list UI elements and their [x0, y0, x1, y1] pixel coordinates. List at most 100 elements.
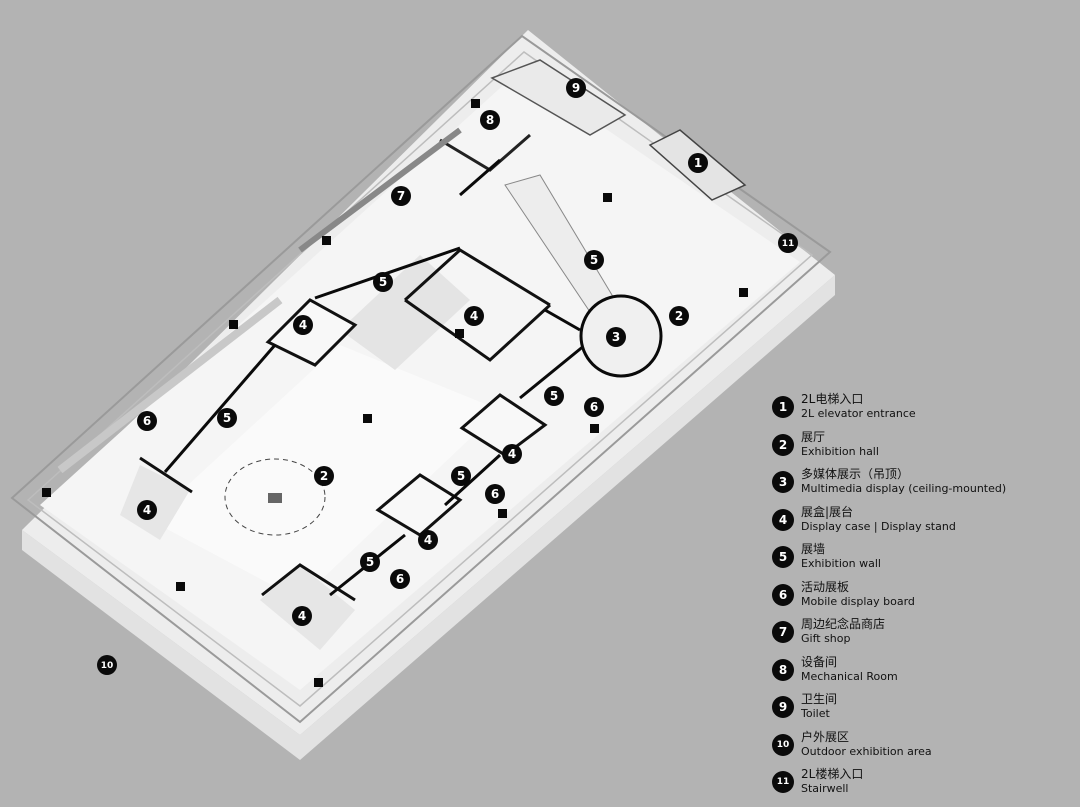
legend-label-zh: 卫生间 [801, 692, 838, 706]
marker-5: 5 [544, 386, 564, 406]
marker-6: 6 [137, 411, 157, 431]
svg-text:4: 4 [298, 609, 306, 623]
marker-9: 9 [566, 78, 586, 98]
svg-text:4: 4 [299, 318, 307, 332]
legend-label-en: Mechanical Room [801, 669, 898, 683]
legend-item: 8 设备间 Mechanical Room [772, 655, 1072, 693]
legend-item: 6 活动展板 Mobile display board [772, 580, 1072, 618]
gift-shop-shelf [57, 296, 283, 474]
svg-text:5: 5 [590, 253, 598, 267]
exhibition-wall [314, 246, 461, 300]
column [42, 488, 51, 497]
legend-number-badge: 3 [772, 471, 794, 493]
legend-item: 7 周边纪念品商店 Gift shop [772, 617, 1072, 655]
wall-shadow [260, 565, 355, 650]
column [603, 193, 612, 202]
legend-label-en: Toilet [801, 707, 830, 720]
marker-4: 4 [502, 444, 522, 464]
svg-text:6: 6 [143, 414, 151, 428]
column [322, 236, 331, 245]
legend-label-zh: 多媒体展示（吊顶） [801, 467, 910, 481]
svg-text:9: 9 [572, 81, 580, 95]
column [739, 288, 748, 297]
column [314, 678, 323, 687]
gift-shop-shelf [298, 127, 462, 253]
central-floor-circle [224, 458, 326, 536]
svg-text:2: 2 [320, 469, 328, 483]
inner-wall-outline [26, 51, 814, 707]
display-case [459, 393, 548, 457]
marker-2: 2 [669, 306, 689, 326]
marker-5: 5 [373, 272, 393, 292]
legend-label-en: Outdoor exhibition area [801, 744, 932, 758]
exhibition-wall [544, 308, 581, 332]
column [590, 424, 599, 433]
legend-label-zh: 展墙 [801, 542, 826, 556]
svg-text:3: 3 [612, 330, 620, 344]
legend-label-en: Multimedia display (ceiling-mounted) [801, 482, 1007, 495]
column [363, 414, 372, 423]
legend-item: 10 户外展区 Outdoor exhibition area [772, 730, 1072, 768]
marker-7: 7 [391, 186, 411, 206]
wall-shadow [120, 465, 190, 540]
legend-number-badge: 9 [772, 696, 794, 718]
legend-number-badge: 8 [772, 658, 794, 681]
legend-number-badge: 6 [772, 583, 794, 606]
column [229, 320, 238, 329]
legend-number-badge: 11 [772, 771, 794, 793]
svg-text:5: 5 [366, 555, 374, 569]
svg-text:6: 6 [590, 400, 598, 414]
legend-label-zh: 2L楼梯入口 [801, 767, 864, 781]
legend-number-badge: 10 [772, 733, 794, 756]
svg-text:5: 5 [379, 275, 387, 289]
exhibition-wall [163, 344, 277, 473]
marker-3: 3 [606, 327, 626, 347]
legend: 1 2L电梯入口 2L elevator entrance 2 展厅 Exhib… [772, 392, 1072, 805]
legend-label-zh: 户外展区 [801, 729, 850, 744]
marker-4: 4 [293, 315, 313, 335]
marker-5: 5 [360, 552, 380, 572]
legend-label-en: Display case | Display stand [801, 519, 956, 533]
legend-number-badge: 1 [772, 396, 794, 418]
marker-5: 5 [584, 250, 604, 270]
svg-text:1: 1 [694, 156, 702, 170]
svg-text:8: 8 [486, 113, 494, 127]
legend-label-en: Exhibition hall [801, 444, 879, 458]
legend-label-en: Gift shop [801, 632, 851, 645]
legend-item: 9 卫生间 Toilet [772, 692, 1072, 730]
column [498, 509, 507, 518]
central-plinth [268, 493, 282, 503]
svg-text:4: 4 [143, 503, 151, 517]
legend-label-zh: 展厅 [801, 429, 826, 444]
legend-label-en: Stairwell [801, 782, 849, 795]
legend-item: 5 展墙 Exhibition wall [772, 542, 1072, 580]
marker-8: 8 [480, 110, 500, 130]
legend-label-zh: 周边纪念品商店 [801, 617, 886, 631]
svg-text:6: 6 [491, 487, 499, 501]
svg-text:5: 5 [550, 389, 558, 403]
legend-number-badge: 7 [772, 621, 794, 643]
svg-text:2: 2 [675, 309, 683, 323]
marker-11: 11 [778, 233, 798, 253]
legend-item: 2 展厅 Exhibition hall [772, 430, 1072, 468]
marker-2: 2 [314, 466, 334, 486]
legend-label-zh: 2L电梯入口 [801, 392, 864, 406]
marker-4: 4 [464, 306, 484, 326]
column [455, 329, 464, 338]
display-case [404, 298, 552, 362]
marker-5: 5 [217, 408, 237, 428]
legend-item: 1 2L电梯入口 2L elevator entrance [772, 392, 1072, 430]
display-case [375, 473, 463, 537]
svg-text:5: 5 [223, 411, 231, 425]
legend-number-badge: 5 [772, 546, 794, 568]
marker-5: 5 [451, 466, 471, 486]
marker-6: 6 [390, 569, 410, 589]
legend-label-en: Exhibition wall [801, 557, 881, 570]
wall-shadow [340, 255, 470, 370]
svg-text:11: 11 [782, 239, 795, 249]
svg-text:10: 10 [101, 661, 114, 671]
exhibition-wall [459, 158, 501, 197]
marker-4: 4 [137, 500, 157, 520]
marker-6: 6 [584, 397, 604, 417]
